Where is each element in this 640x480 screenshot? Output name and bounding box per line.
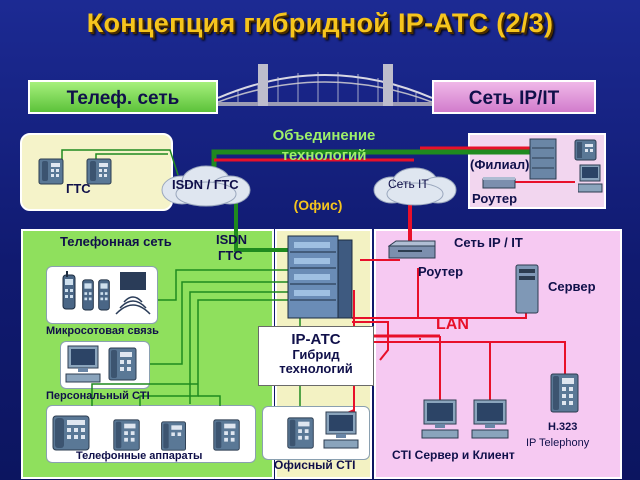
ip-network-title: Сеть IP / IT [454,235,523,250]
desk-phone-icon [86,158,112,185]
pc-computer-icon [471,399,509,439]
integration-label-line1: Объединение [272,127,376,144]
ip-pbx-subtitle-2: технологий [279,361,353,376]
bridge-illustration [218,64,432,106]
desk-phone-icon [161,421,186,451]
it-cloud-icon [373,167,457,206]
ip-phone-icon [550,373,579,413]
gts-line-label: ГТС [218,248,243,263]
branch-pc-icon [578,164,603,193]
pc-computer-icon [323,411,359,449]
isdn-cloud-icon [161,165,251,207]
office-label: (Офис) [293,197,343,213]
ip-pbx-subtitle-1: Гибрид [292,347,340,362]
mobile-handset-icon [62,271,76,310]
router-label: Роутер [418,264,464,279]
base-station-icon [115,272,151,315]
lan-label: LAN [436,316,469,333]
desk-phone-icon [113,419,140,451]
desk-phone-icon [38,158,64,185]
microcell-label: Микросотовая связь [46,325,159,337]
ip-pbx-box: IP-АТС Гибрид технологий [258,326,374,386]
gts-label: ГТС [66,181,91,196]
server-label: Сервер [548,279,596,294]
isdn-label: ISDN [216,232,248,247]
h323-label: H.323 [548,421,578,433]
ip-telephony-label: IP Telephony [526,437,590,449]
ip-pbx-title: IP-АТС [291,331,341,348]
desk-phone-icon [213,419,240,451]
page-title: Концепция гибридной IP-АТС (2/3) [86,8,554,38]
multiline-phone-icon [52,415,90,451]
branch-label: (Филиал) [470,157,530,172]
personal-cti-label: Персональный CTI [46,390,150,402]
pbx-cabinet-icon [287,235,353,319]
desk-phone-icon [108,347,137,381]
cti-server-client-label: CTI Сервер и Клиент [392,448,515,462]
branch-server-icon [529,138,557,180]
phone-network-header: Телеф. сеть [28,80,218,114]
ip-network-header: Сеть IP/IT [432,80,596,114]
isdn-cloud-label: ISDN / ГТС [172,177,239,192]
phone-network-title: Телефонная сеть [60,234,172,249]
pc-computer-icon [421,399,459,439]
it-cloud-label: Сеть IT [388,177,429,191]
mobile-handset-icon [82,279,94,311]
branch-router-label: Роутер [472,191,518,206]
branch-router-icon [482,177,516,189]
router-icon [388,240,436,259]
integration-label-line2: технологий [281,147,367,164]
office-cti-label: Офисный CTI [274,458,356,472]
branch-phone-icon [574,139,597,161]
server-tower-icon [515,264,539,314]
pc-computer-icon [65,345,101,383]
desk-phone-icon [287,417,314,449]
phones-label: Телефонные аппараты [76,450,203,462]
mobile-handset-icon [98,279,110,311]
